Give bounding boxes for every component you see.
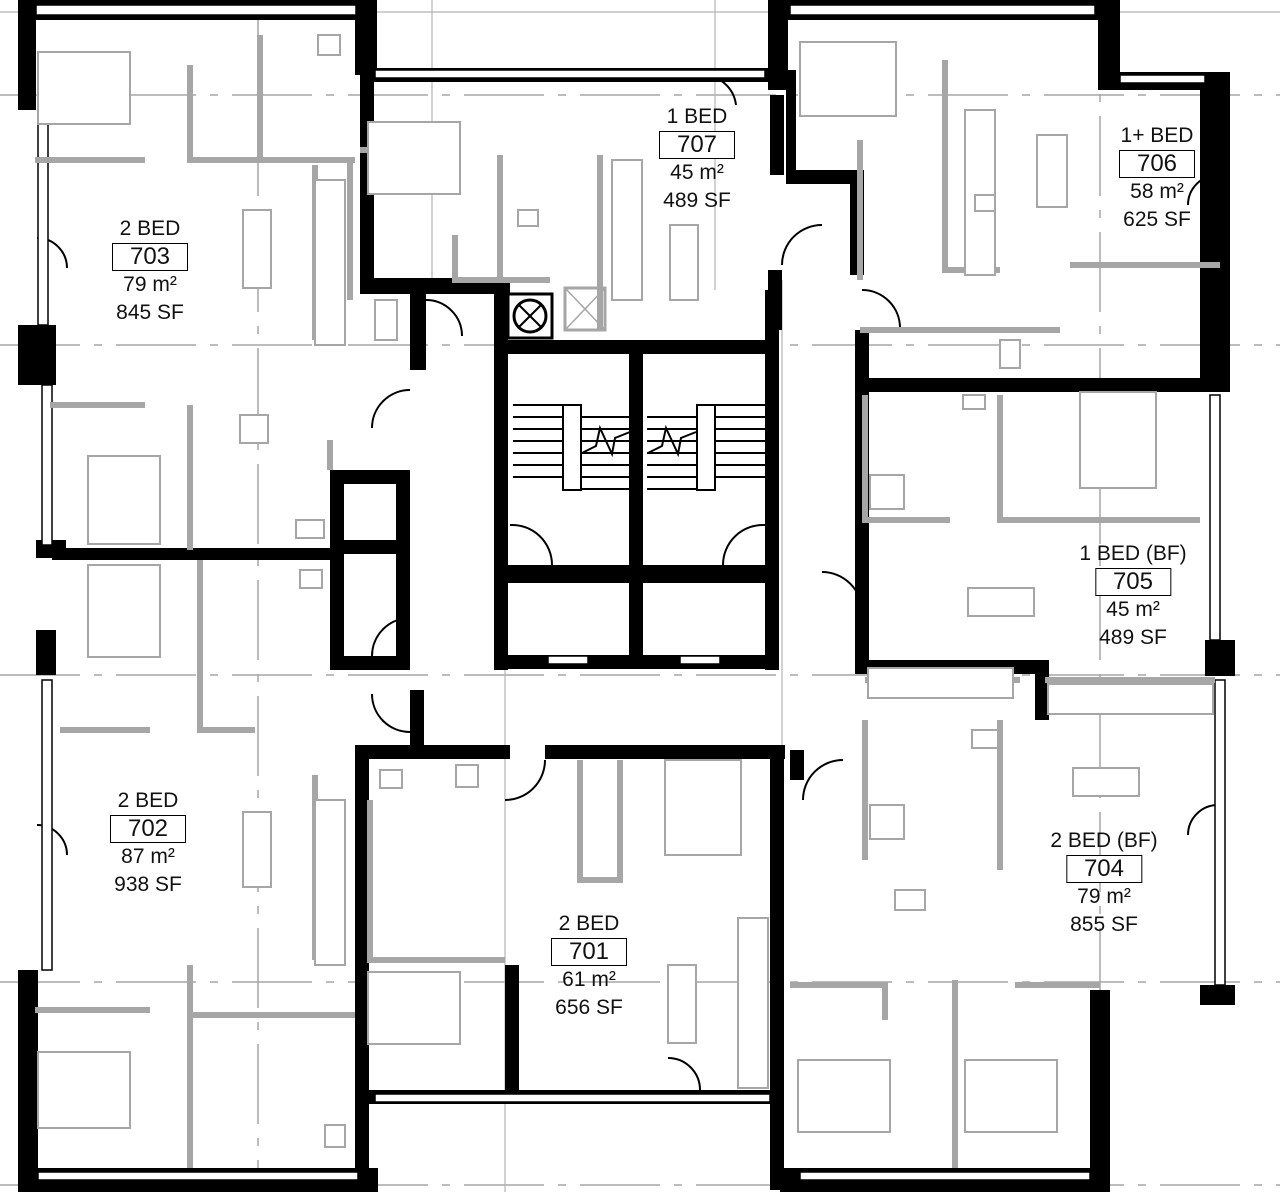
unit-701[interactable]: 2 BED 701 61 m² 656 SF <box>551 913 627 1018</box>
bed <box>367 121 461 195</box>
unit-area-m2: 61 m² <box>562 968 616 991</box>
unit-area-m2: 79 m² <box>1077 885 1131 908</box>
unit-706[interactable]: 1+ BED 706 58 m² 625 SF <box>1119 125 1195 230</box>
unit-number: 703 <box>112 243 188 271</box>
windows <box>35 4 1226 1181</box>
bed <box>1079 391 1157 489</box>
unit-number: 704 <box>1065 855 1142 883</box>
unit-type: 1 BED (BF) <box>1079 542 1187 565</box>
unit-area-m2: 87 m² <box>121 845 175 868</box>
unit-type: 1 BED <box>666 105 728 128</box>
unit-705[interactable]: 1 BED (BF) 705 45 m² 489 SF <box>1079 543 1186 648</box>
bed <box>87 564 161 658</box>
bed <box>367 971 461 1045</box>
unit-area-sf: 489 SF <box>1099 626 1167 649</box>
unit-area-sf: 656 SF <box>555 996 623 1019</box>
stair-1[interactable] <box>509 404 631 566</box>
unit-area-sf: 938 SF <box>114 873 182 896</box>
bed <box>87 455 161 545</box>
unit-area-m2: 58 m² <box>1130 180 1184 203</box>
unit-area-m2: 79 m² <box>123 273 177 296</box>
unit-number: 702 <box>110 815 186 843</box>
furniture <box>37 34 1214 1148</box>
unit-type: 2 BED (BF) <box>1050 829 1158 852</box>
unit-707[interactable]: 1 BED 707 45 m² 489 SF <box>659 106 735 211</box>
bed <box>964 1059 1058 1133</box>
unit-number: 706 <box>1119 150 1195 178</box>
bed <box>37 51 131 125</box>
exhaust-fan-icon <box>506 292 554 340</box>
bed <box>664 759 742 856</box>
unit-area-sf: 625 SF <box>1123 208 1191 231</box>
core <box>494 286 779 670</box>
unit-area-sf: 489 SF <box>663 189 731 212</box>
unit-type: 2 BED <box>558 912 620 935</box>
unit-area-m2: 45 m² <box>1106 598 1160 621</box>
unit-702[interactable]: 2 BED 702 87 m² 938 SF <box>110 790 186 895</box>
unit-703[interactable]: 2 BED 703 79 m² 845 SF <box>112 218 188 323</box>
corridor-doors <box>36 73 1219 1091</box>
unit-area-sf: 855 SF <box>1070 913 1138 936</box>
unit-number: 701 <box>551 938 627 966</box>
elevator-1[interactable] <box>510 588 628 665</box>
unit-area-m2: 45 m² <box>670 161 724 184</box>
bed <box>797 1059 891 1133</box>
unit-type: 2 BED <box>119 217 181 240</box>
stair-2[interactable] <box>647 404 766 566</box>
unit-number: 707 <box>659 131 735 159</box>
bed <box>37 1051 131 1129</box>
unit-type: 1+ BED <box>1120 124 1194 147</box>
bed <box>799 41 897 117</box>
unit-number: 705 <box>1094 568 1171 596</box>
elevator-2[interactable] <box>646 588 764 665</box>
unit-type: 2 BED <box>117 789 179 812</box>
unit-area-sf: 845 SF <box>116 301 184 324</box>
unit-704[interactable]: 2 BED (BF) 704 79 m² 855 SF <box>1050 830 1157 935</box>
